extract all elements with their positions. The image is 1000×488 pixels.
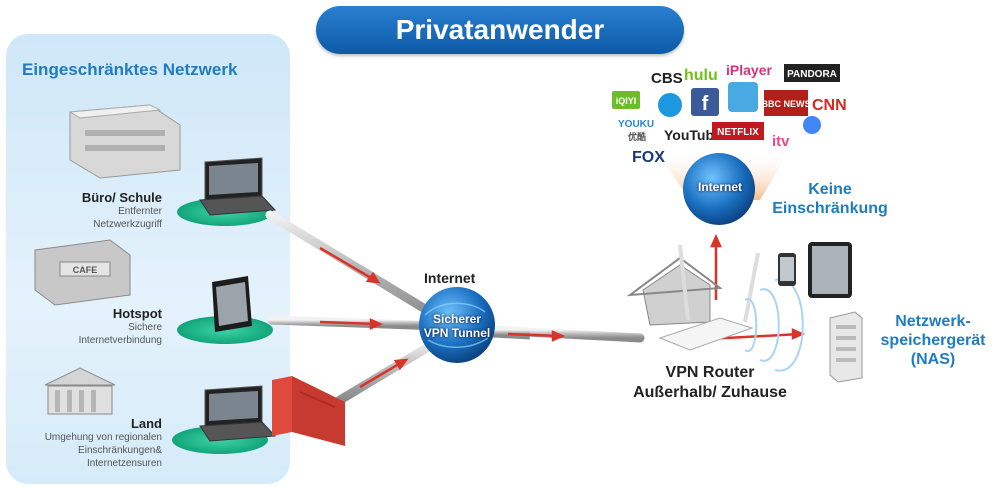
home-router-icon <box>626 244 760 351</box>
location-office: Büro/ Schule Entfernter Netzwerkzugriff <box>2 190 162 231</box>
laptop-icon <box>199 157 277 216</box>
service-cnn: CNN <box>812 97 847 114</box>
tablet-icon <box>212 276 252 332</box>
unrestricted-line1: Keine <box>808 181 852 198</box>
location-desc: Entfernter <box>118 206 162 217</box>
laptop-icon <box>199 385 277 442</box>
location-desc: Umgehung von regionalen <box>44 432 162 443</box>
service-netflix: NETFLIX <box>717 127 759 138</box>
nas-line1: Netzwerk- <box>895 313 971 330</box>
firewall-icon <box>272 376 345 446</box>
location-desc: Internetzensuren <box>86 458 162 469</box>
page-title: Privatanwender <box>316 6 684 54</box>
netflix-logo <box>712 122 764 140</box>
service-fox: FOX <box>632 149 665 166</box>
vpn-tunnel-line1: Sicherer <box>432 312 482 326</box>
facebook-icon <box>691 88 719 116</box>
router-label: VPN Router Außerhalb/ Zuhause <box>600 363 820 403</box>
service-iplayer: iPlayer <box>726 62 772 78</box>
service-itv: itv <box>772 133 790 150</box>
nas-label: Netzwerk- speichergerät (NAS) <box>868 312 998 369</box>
unrestricted-label: Keine Einschränkung <box>760 180 900 218</box>
location-desc: Internetverbindung <box>78 335 162 346</box>
svg-text:f: f <box>702 93 709 115</box>
svg-text:CAFE: CAFE <box>73 265 98 275</box>
pandora-logo <box>784 64 840 82</box>
service-hulu: hulu <box>684 67 718 84</box>
service-youku-cn: 优酷 <box>628 131 646 142</box>
service-youtube: YouTube <box>664 127 722 143</box>
location-name: Büro/ Schule <box>81 190 162 205</box>
bbc-news-logo <box>764 90 808 116</box>
iqiyi-logo <box>612 91 640 109</box>
router-line1: VPN Router <box>665 364 755 381</box>
location-name: Land <box>130 416 162 431</box>
location-desc: Einschränkungen& <box>78 445 162 456</box>
service-cbs: CBS <box>651 70 683 87</box>
nas-device-icon <box>829 311 863 383</box>
service-youku: YOUKU <box>618 119 654 130</box>
office-building-icon <box>68 104 181 179</box>
router-line2: Außerhalb/ Zuhause <box>633 384 787 401</box>
panel-title: Eingeschränktes Netzwerk <box>22 60 238 79</box>
location-hotspot: Hotspot Sichere Internetverbindung <box>2 306 162 347</box>
service-bbc-news: BBC NEWS <box>762 99 811 109</box>
service-pandora: PANDORA <box>787 69 837 80</box>
connection-tube <box>265 210 445 323</box>
tunnel-internet-label: Internet <box>424 270 476 286</box>
cafe-building-icon: CAFE <box>34 239 131 306</box>
unrestricted-line2: Einschränkung <box>772 200 888 217</box>
data-flow-arrows <box>319 233 806 389</box>
twitter-icon <box>728 82 758 112</box>
skype-icon <box>658 93 682 117</box>
wifi-waves <box>744 278 804 372</box>
location-country: Land Umgehung von regionalen Einschränku… <box>0 416 162 470</box>
service-iqiyi: iQIYI <box>616 96 637 106</box>
nas-line3: (NAS) <box>910 351 956 368</box>
location-desc: Sichere <box>128 322 162 333</box>
streaming-service-logos: iQIYI CBS hulu iPlayer PANDORA f BBC NEW… <box>612 62 847 166</box>
chrome-icon <box>803 116 821 134</box>
location-name: Hotspot <box>112 306 162 321</box>
government-building-icon <box>44 367 116 415</box>
vpn-tunnel-line2: VPN Tunnel <box>423 326 491 340</box>
location-desc: Netzwerkzugriff <box>93 219 162 230</box>
globe-internet-label: Internet <box>697 180 742 194</box>
internet-globe <box>683 153 755 225</box>
vpn-tunnel-label: Sicherer VPN Tunnel <box>414 312 500 340</box>
nas-line2: speichergerät <box>880 332 986 349</box>
